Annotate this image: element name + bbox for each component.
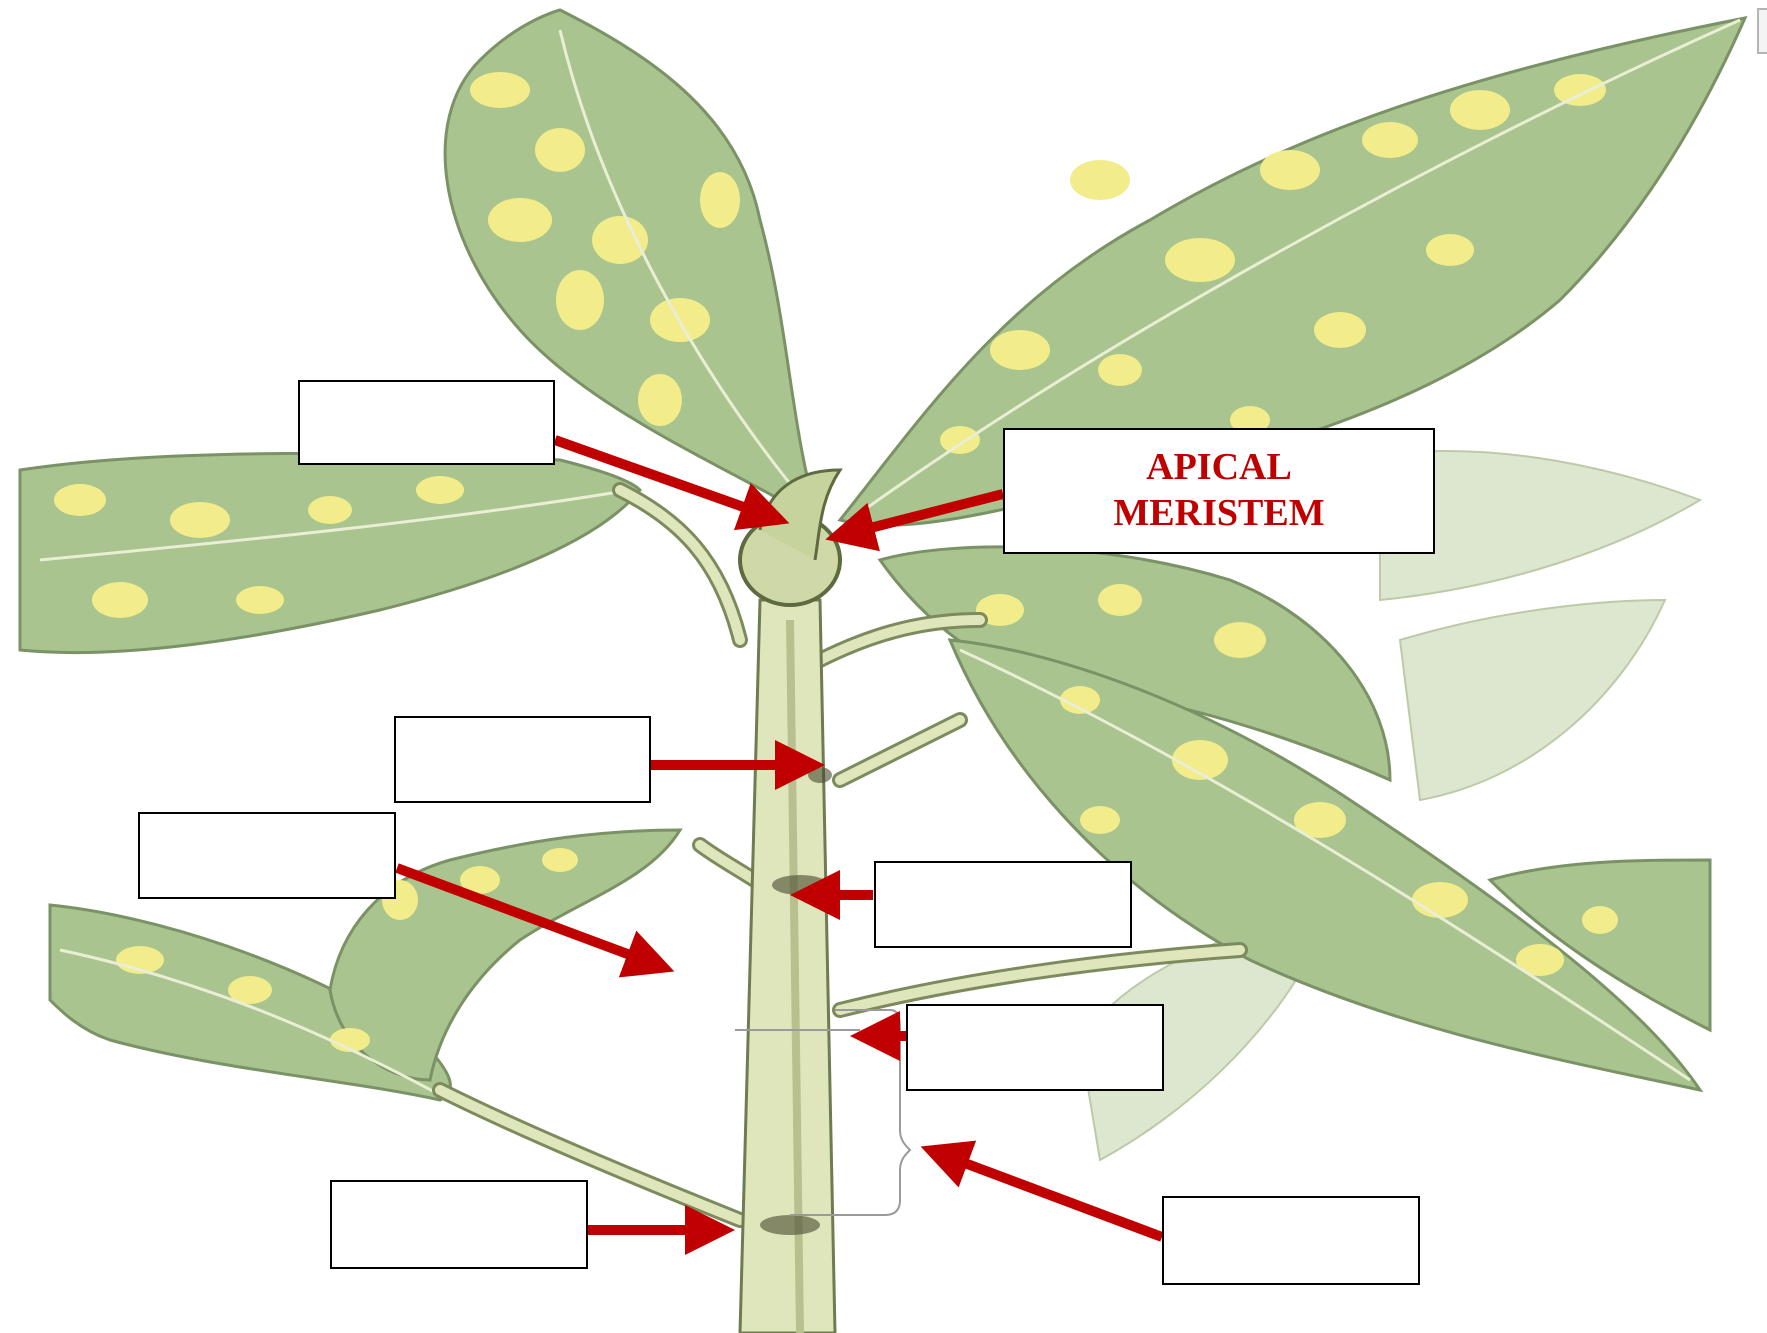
label-box-right-middle [874, 861, 1132, 948]
label-box-top-left [298, 380, 555, 465]
label-box-right-lower [906, 1004, 1164, 1091]
apical-bud [740, 470, 840, 605]
label-box-left-middle [138, 812, 396, 899]
corner-handle [1757, 8, 1767, 54]
label-box-bottom-right [1162, 1196, 1420, 1285]
arrow-bottom-right [930, 1150, 1162, 1237]
label-box-upper-middle [394, 716, 651, 803]
label-box-apical-meristem: APICAL MERISTEM [1003, 428, 1435, 554]
label-box-bottom-left [330, 1180, 588, 1269]
